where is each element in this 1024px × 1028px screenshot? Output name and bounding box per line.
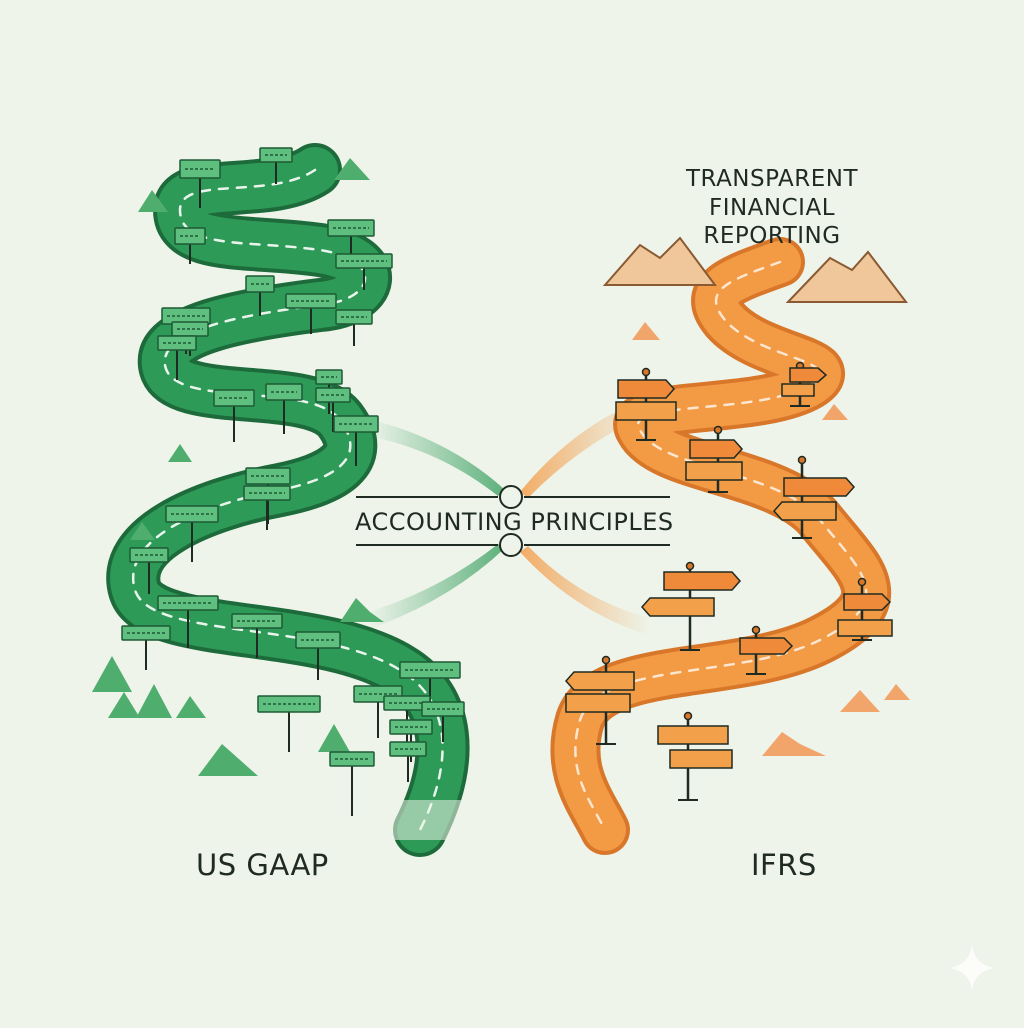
gaap-signpost	[333, 415, 379, 466]
gaap-signpost	[421, 701, 465, 742]
gaap-signpost	[329, 751, 375, 816]
center-label-frame	[356, 485, 670, 557]
gaap-signpost	[327, 219, 375, 266]
gaap-signpost	[157, 595, 219, 648]
gaap-signpost	[243, 485, 291, 530]
gaap-signpost	[121, 625, 171, 670]
gaap-signpost	[174, 227, 206, 264]
gaap-signpost	[259, 147, 293, 184]
ifrs-signpost	[739, 625, 794, 675]
ifrs-signpost	[657, 711, 733, 801]
gaap-signpost	[295, 631, 341, 680]
center-label: ACCOUNTING PRINCIPLES	[355, 508, 674, 536]
ifrs-signpost	[772, 455, 856, 539]
ifrs-signpost	[781, 361, 828, 407]
gaap-signposts	[121, 147, 465, 816]
sparkle-icon	[950, 945, 994, 990]
gaap-signpost	[389, 741, 427, 782]
ifrs-mountains	[602, 236, 910, 756]
ifrs-label: IFRS	[751, 848, 817, 882]
gaap-signpost	[335, 309, 373, 346]
gaap-mountains	[92, 158, 384, 776]
goal-label-line-2: FINANCIAL	[708, 194, 836, 221]
goal-label-line-1: TRANSPARENT	[685, 166, 859, 192]
gaap-signpost	[245, 275, 275, 316]
ifrs-signpost	[837, 577, 893, 641]
gaap-signpost	[315, 387, 351, 432]
ifrs-signpost	[615, 367, 677, 441]
ifrs-connector-ribbons	[520, 400, 650, 634]
gaap-signpost	[399, 661, 461, 712]
gaap-signpost	[213, 389, 255, 442]
gaap-signpost	[285, 293, 337, 334]
gaap-signpost	[389, 719, 433, 762]
gaap-signpost	[231, 613, 283, 658]
us-gaap-label: US GAAP	[196, 848, 329, 882]
gaap-signpost	[165, 505, 219, 562]
gaap-road-fade	[330, 800, 470, 840]
gaap-signpost	[257, 695, 321, 752]
gaap-signpost	[265, 383, 303, 434]
goal-label: TRANSPARENT FINANCIAL REPORTING	[662, 165, 882, 251]
gaap-signpost	[129, 547, 169, 594]
ifrs-signpost	[640, 561, 742, 651]
gaap-signpost	[335, 253, 393, 290]
gaap-signpost	[179, 159, 221, 208]
ifrs-signpost	[564, 655, 635, 745]
goal-label-line-3: REPORTING	[703, 223, 841, 250]
gaap-connector-ribbons	[368, 420, 505, 628]
ifrs-signpost	[685, 425, 744, 493]
ifrs-signposts	[564, 361, 893, 801]
gaap-signpost	[157, 335, 197, 380]
